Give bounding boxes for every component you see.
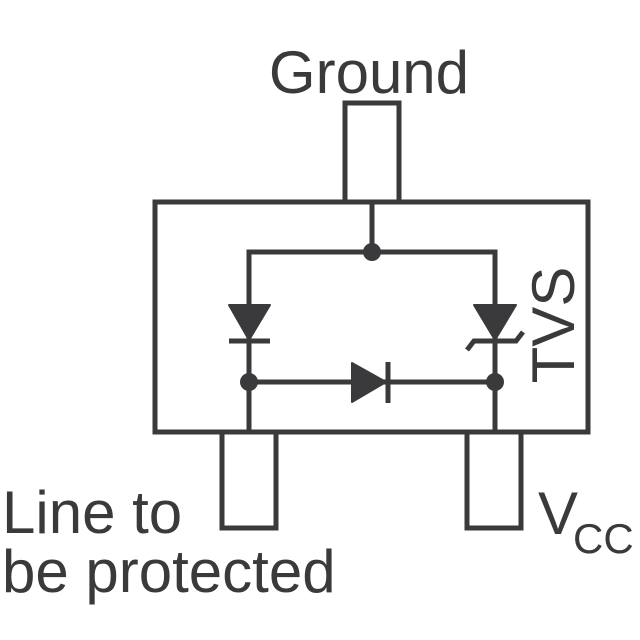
line-label: Line to xyxy=(2,479,182,546)
junction-dot-right xyxy=(486,373,504,391)
vcc-subscript: CC xyxy=(573,515,634,562)
line-label-2: be protected xyxy=(2,538,336,605)
circuit-wires xyxy=(246,202,498,432)
left-diode-icon xyxy=(228,304,271,344)
vcc-pin xyxy=(464,429,524,531)
series-diode-icon xyxy=(351,362,391,403)
line-pin xyxy=(219,429,279,531)
ground-label: Ground xyxy=(269,39,469,106)
vcc-label: V xyxy=(538,480,578,547)
tvs-zener-diode-icon xyxy=(465,304,525,352)
junction-dot-top xyxy=(363,243,381,261)
junction-dot-left xyxy=(240,373,258,391)
ground-pin xyxy=(342,100,402,205)
tvs-label: TVS xyxy=(520,267,587,384)
